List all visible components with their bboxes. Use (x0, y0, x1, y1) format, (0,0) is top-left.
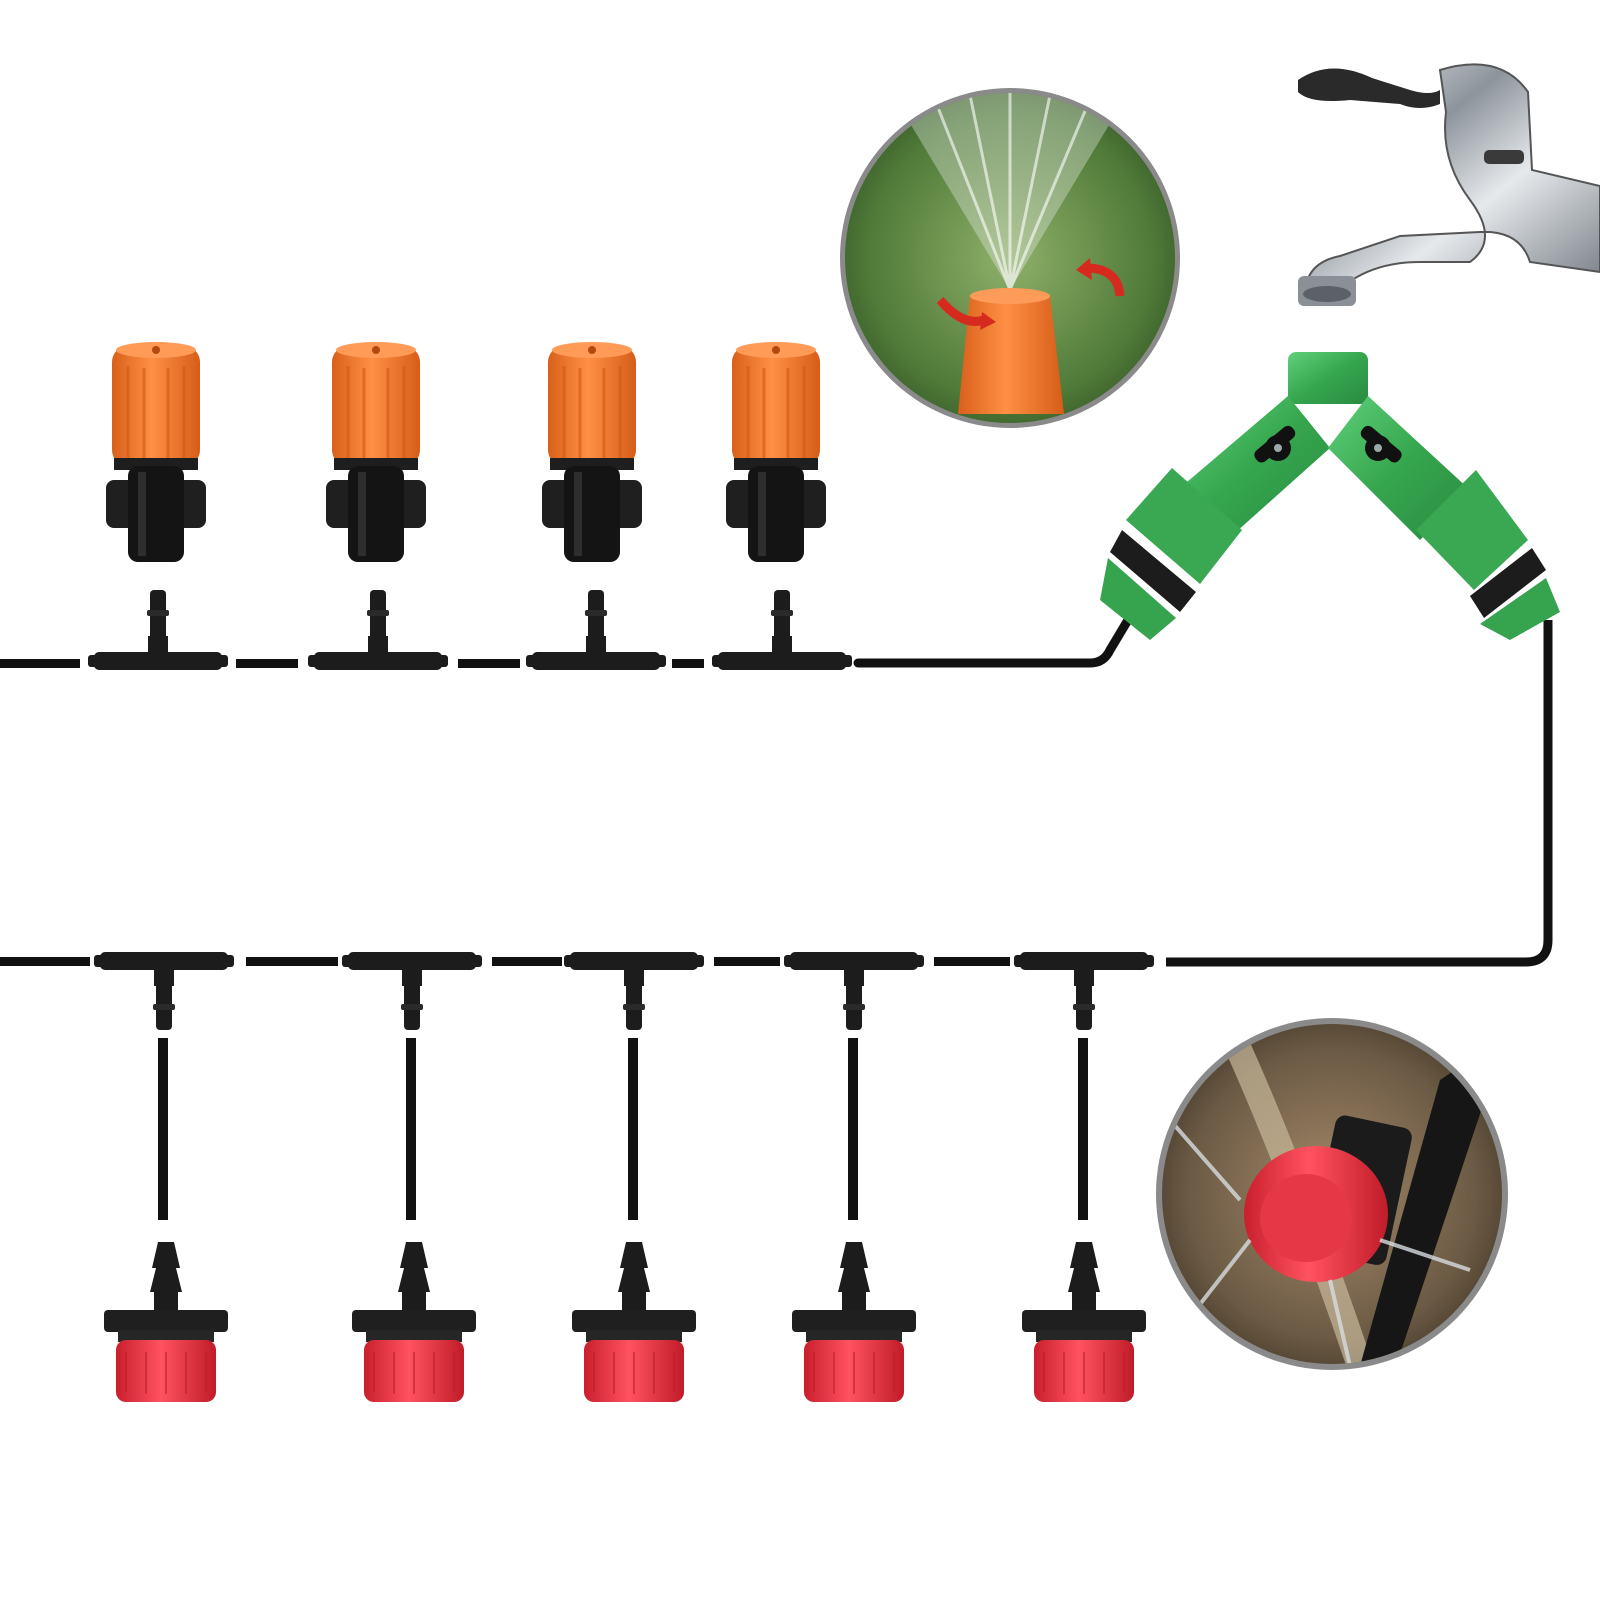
dripper-icon (791, 1241, 917, 1403)
dripper-feed-tubes (158, 1038, 1088, 1220)
y-valve-icon (1100, 352, 1560, 640)
top-tee-connector (308, 590, 448, 670)
mist-nozzle-icon (540, 340, 644, 564)
bottom-tee-connector (784, 952, 924, 1030)
dripper-icon (571, 1241, 697, 1403)
bottom-tee-connector (94, 952, 234, 1030)
bottom-tee-connector (564, 952, 704, 1030)
bottom-tube-line (0, 620, 1553, 967)
top-tube-line (0, 595, 1145, 668)
bottom-tee-connector (342, 952, 482, 1030)
drip-inset-photo (1156, 1018, 1508, 1370)
dripper-icon (1021, 1241, 1147, 1403)
top-tee-connector (526, 590, 666, 670)
top-tee-connector (712, 590, 852, 670)
spray-inset-photo (840, 88, 1180, 428)
top-tee-connector (88, 590, 228, 670)
mist-nozzle-icon (324, 340, 428, 564)
faucet-icon (1298, 63, 1600, 306)
dripper-icon (103, 1241, 229, 1403)
bottom-tee-connector (1014, 952, 1154, 1030)
mist-nozzle-icon (104, 340, 208, 564)
dripper-icon (351, 1241, 477, 1403)
mist-nozzle-icon (724, 340, 828, 564)
